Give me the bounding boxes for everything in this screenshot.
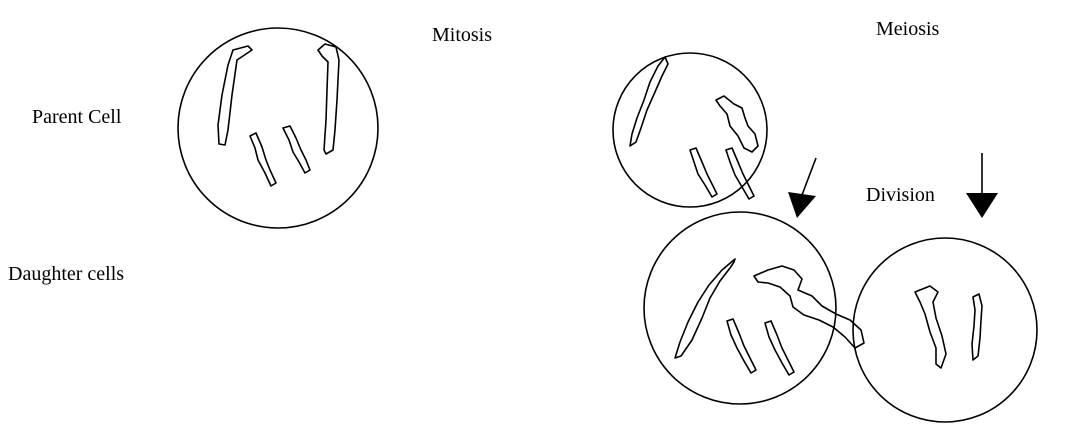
cell-membrane xyxy=(613,53,767,207)
chromosome xyxy=(218,46,252,145)
chromosome xyxy=(690,148,717,197)
chromosome xyxy=(630,57,668,146)
chromosome xyxy=(726,148,754,199)
division-arrow-right xyxy=(966,153,998,218)
chromosome xyxy=(972,294,982,360)
cell-membrane xyxy=(853,238,1037,422)
chromosome xyxy=(765,321,794,375)
mitosis-parent-cell xyxy=(178,28,378,228)
chromosome xyxy=(318,44,339,154)
chromosome xyxy=(283,126,310,173)
parent-cell-membrane xyxy=(178,28,378,228)
division-arrow-left xyxy=(788,158,816,218)
meiosis-daughter-cell-right xyxy=(853,238,1037,422)
chromosome xyxy=(727,319,756,373)
chromosome xyxy=(915,286,946,368)
chromosome xyxy=(716,96,758,152)
chromosome xyxy=(250,133,276,186)
cell-membrane xyxy=(644,212,836,404)
chromosome xyxy=(754,266,864,348)
chromosome xyxy=(675,259,735,358)
meiosis-daughter-cell-left xyxy=(644,212,864,404)
meiosis-top-cell xyxy=(613,53,767,207)
